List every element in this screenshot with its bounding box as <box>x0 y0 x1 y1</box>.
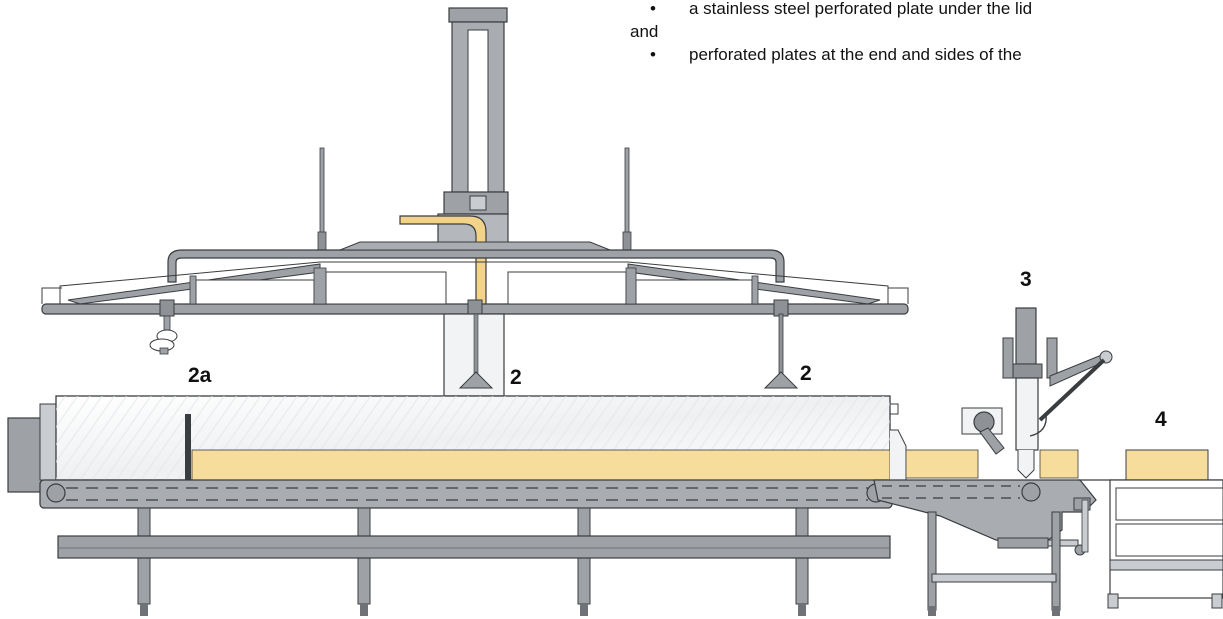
callout-2a: 2a <box>188 364 212 387</box>
bullet-1-text: a stainless steel perforated plate under… <box>689 0 1033 18</box>
rod-right <box>624 147 630 235</box>
block-former <box>873 307 1113 616</box>
callout-3: 3 <box>1020 268 1032 291</box>
right-cutter <box>763 313 799 389</box>
callout-2-left: 2 <box>510 366 522 389</box>
vat <box>7 395 907 616</box>
spray-nozzle <box>149 315 178 355</box>
bullet-1-continuation: and <box>630 22 659 41</box>
bullet-2-marker: • <box>650 45 656 64</box>
rod-left <box>319 147 325 235</box>
bullet-1-marker: • <box>650 0 656 18</box>
cutter-frame <box>41 241 909 317</box>
callout-4: 4 <box>1155 408 1167 431</box>
bullet-2-text: perforated plates at the end and sides o… <box>689 45 1022 64</box>
packing-table <box>1078 449 1223 609</box>
callout-2-right: 2 <box>800 362 812 385</box>
lift-column <box>437 7 509 249</box>
centre-cutter <box>443 313 505 397</box>
